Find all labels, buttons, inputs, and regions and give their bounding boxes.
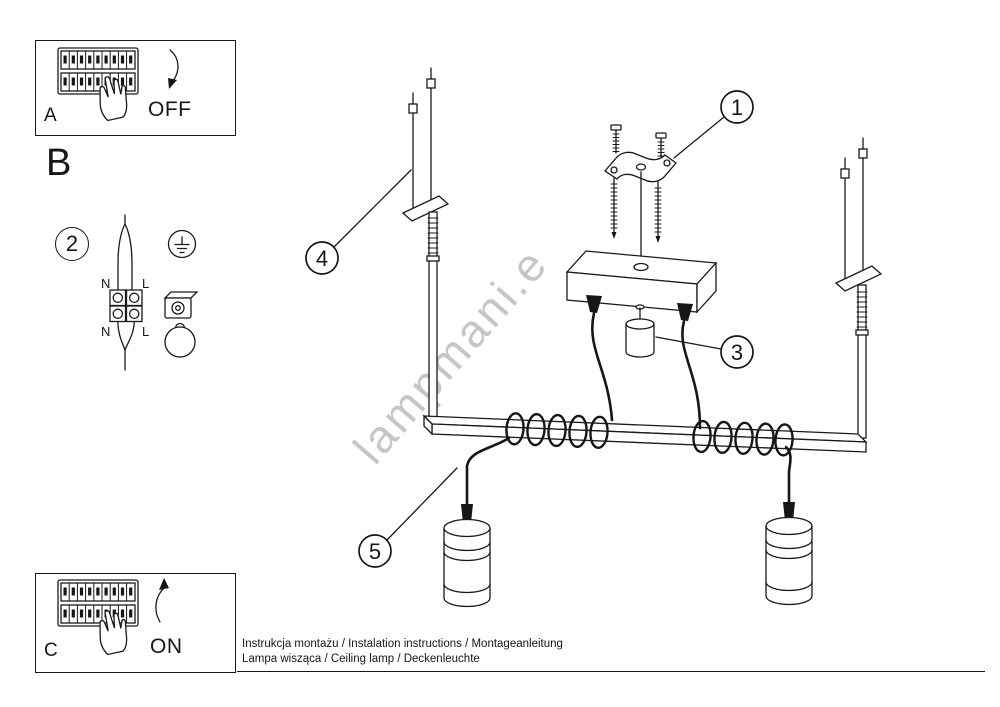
cord-grip-icon bbox=[163, 291, 199, 358]
cable-anchor bbox=[840, 168, 850, 179]
panel-c-box: C ON bbox=[35, 573, 236, 673]
cable-anchor bbox=[426, 78, 436, 89]
strain-relief-cylinder bbox=[625, 304, 655, 358]
screw bbox=[610, 124, 622, 131]
ceiling-bracket-left bbox=[401, 195, 450, 222]
screw-tip bbox=[655, 236, 661, 243]
adjuster-nut bbox=[426, 255, 440, 262]
leader-line-3 bbox=[655, 336, 722, 350]
wire-label-l-top: L bbox=[142, 276, 149, 291]
fixture-cable bbox=[117, 321, 135, 371]
canopy-hole bbox=[633, 262, 649, 272]
callout-1-number: 1 bbox=[731, 95, 743, 120]
breaker-panel-icon bbox=[56, 578, 140, 628]
suspension-cable bbox=[412, 87, 432, 209]
footer: Instrukcja montażu / Instalation instruc… bbox=[242, 637, 563, 667]
panel-c-label: C bbox=[44, 640, 58, 661]
callout-3-circle bbox=[720, 335, 754, 369]
cable-grommet-left bbox=[586, 295, 602, 313]
leader-line-1 bbox=[673, 116, 725, 159]
lamp-socket-left bbox=[443, 504, 491, 608]
screw bbox=[655, 132, 667, 139]
callout-5-circle bbox=[358, 534, 392, 568]
ceiling-bracket-right bbox=[834, 265, 883, 292]
callout-3-number: 3 bbox=[731, 340, 743, 365]
lamp-socket-right bbox=[765, 502, 813, 606]
panel-c-art bbox=[56, 578, 169, 657]
power-on-label: ON bbox=[150, 635, 183, 658]
section-b-label: B bbox=[46, 142, 72, 184]
lamp-cable-right bbox=[681, 319, 794, 506]
footer-line-1: Instrukcja montażu / Instalation instruc… bbox=[242, 638, 563, 650]
wiring-diagram: N L N L bbox=[101, 214, 199, 371]
screw-tip bbox=[611, 232, 617, 239]
arrow-down-icon bbox=[169, 49, 179, 82]
cable-anchor bbox=[858, 148, 868, 159]
panel-a-art bbox=[56, 46, 179, 123]
footer-rule bbox=[237, 671, 985, 672]
leader-line-5 bbox=[386, 467, 458, 541]
wire-label-n-bottom: N bbox=[101, 324, 110, 339]
callout-1-circle bbox=[720, 90, 754, 124]
ground-symbol-icon bbox=[167, 229, 197, 259]
suspension-right bbox=[834, 137, 883, 439]
arrow-up-icon bbox=[155, 586, 166, 623]
suspension-left bbox=[401, 67, 450, 419]
leader-line-4 bbox=[333, 169, 412, 248]
step-2-badge: 2 bbox=[55, 227, 89, 261]
adjuster-nut bbox=[855, 329, 869, 336]
supply-cable bbox=[117, 214, 133, 291]
terminal-block-icon bbox=[109, 289, 143, 323]
mounting-strap-assembly bbox=[604, 124, 677, 259]
cable-anchor bbox=[408, 103, 418, 114]
wire-label-l-bottom: L bbox=[142, 324, 149, 339]
breaker-panel-icon bbox=[56, 46, 140, 96]
callout-5-number: 5 bbox=[369, 539, 381, 564]
cable-grommet-right bbox=[677, 303, 693, 321]
power-off-label: OFF bbox=[148, 98, 192, 121]
frame-upright-right bbox=[857, 284, 867, 439]
callout-4-circle bbox=[305, 241, 339, 275]
lamp-cable-left bbox=[465, 311, 614, 508]
footer-line-2: Lampa wisząca / Ceiling lamp / Deckenleu… bbox=[242, 653, 480, 665]
wire-label-n-top: N bbox=[101, 276, 110, 291]
panel-a-box: A OFF bbox=[35, 40, 236, 136]
panel-a-label: A bbox=[44, 105, 57, 126]
callouts: 1 3 4 5 bbox=[305, 90, 754, 568]
callout-4-number: 4 bbox=[316, 246, 328, 271]
suspension-cable bbox=[844, 157, 864, 279]
